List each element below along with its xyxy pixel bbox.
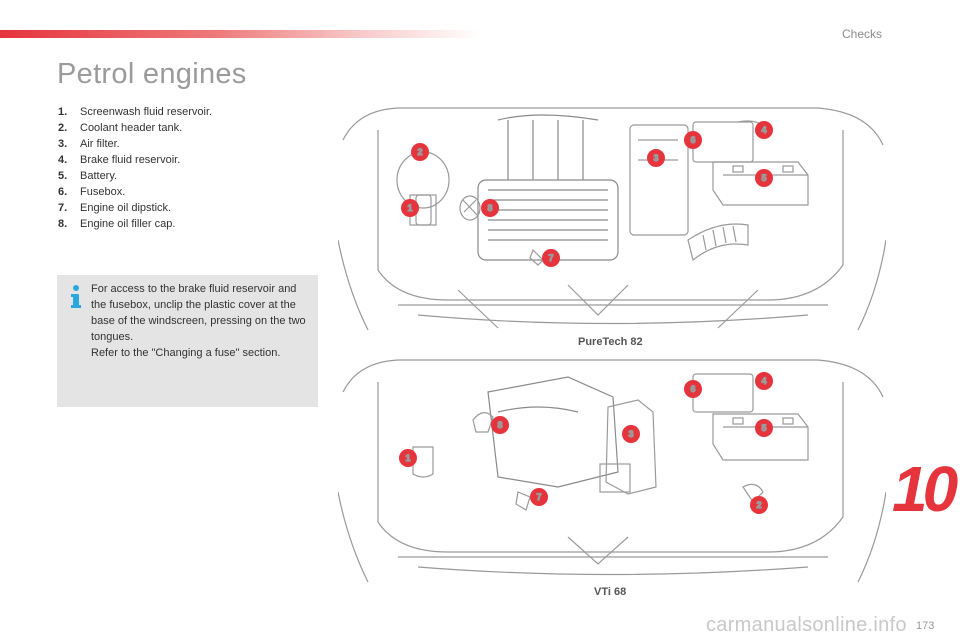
engine-bay-outline <box>338 359 886 583</box>
info-text: For access to the brake fluid reservoir … <box>91 283 306 359</box>
legend-text: Fusebox. <box>80 186 126 198</box>
fusebox-shape <box>692 373 754 413</box>
badge-7-bottom: 7 <box>530 488 548 506</box>
legend-number: 7. <box>58 202 68 214</box>
badge-5-bottom: 5 <box>755 419 773 437</box>
svg-text:5: 5 <box>761 173 766 183</box>
legend-text: Screenwash fluid reservoir. <box>80 106 213 118</box>
badge-8-top: 8 <box>481 199 499 217</box>
callout-badges: 8 1 3 7 6 4 5 2 <box>399 372 773 514</box>
washer-reservoir-shape <box>412 446 434 478</box>
dipstick-shape <box>529 248 544 266</box>
callout-badges: 2 1 8 7 3 6 4 5 <box>401 121 773 267</box>
badge-1-top: 1 <box>401 199 419 217</box>
legend-number: 4. <box>58 154 68 166</box>
engine-diagram-vti: 8 1 3 7 6 4 5 2 <box>338 359 886 583</box>
badge-4-top: 4 <box>755 121 773 139</box>
svg-text:8: 8 <box>497 420 502 430</box>
dipstick-shape <box>515 491 531 511</box>
legend-item: 4. Brake fluid reservoir. <box>58 152 212 168</box>
svg-text:3: 3 <box>628 429 633 439</box>
header-accent-bar <box>0 30 480 38</box>
legend-text: Brake fluid reservoir. <box>80 154 181 166</box>
legend-item: 8. Engine oil filler cap. <box>58 216 212 232</box>
legend-number: 3. <box>58 138 68 150</box>
legend-text: Engine oil dipstick. <box>80 202 172 214</box>
info-note: For access to the brake fluid reservoir … <box>57 275 318 407</box>
chapter-number: 10 <box>892 453 958 525</box>
svg-text:1: 1 <box>407 203 412 213</box>
svg-text:6: 6 <box>690 384 695 394</box>
legend-number: 1. <box>58 106 68 118</box>
badge-1-bottom: 1 <box>399 449 417 467</box>
svg-text:4: 4 <box>761 376 766 386</box>
legend-text: Engine oil filler cap. <box>80 218 176 230</box>
watermark: carmanualsonline.info <box>706 614 907 636</box>
svg-text:6: 6 <box>690 135 695 145</box>
badge-6-top: 6 <box>684 131 702 149</box>
badge-8-bottom: 8 <box>491 416 509 434</box>
legend-number: 6. <box>58 186 68 198</box>
legend-text: Coolant header tank. <box>80 122 183 134</box>
legend-text: Air filter. <box>80 138 120 150</box>
intake-manifold <box>477 114 619 261</box>
filler-cap-shape <box>459 195 481 221</box>
section-title: Checks <box>842 27 883 41</box>
svg-text:3: 3 <box>653 153 658 163</box>
svg-text:2: 2 <box>417 147 422 157</box>
badge-5-top: 5 <box>755 169 773 187</box>
air-filter-shape <box>629 124 689 236</box>
legend-item: 7. Engine oil dipstick. <box>58 200 212 216</box>
badge-2-bottom: 2 <box>750 496 768 514</box>
legend-text: Battery. <box>80 170 118 182</box>
svg-text:8: 8 <box>487 203 492 213</box>
badge-3-bottom: 3 <box>622 425 640 443</box>
engine-bay-outline <box>338 107 886 331</box>
page-number: 173 <box>916 620 935 632</box>
coolant-tank-shape <box>742 483 764 503</box>
engine-diagram-puretech: 2 1 8 7 3 6 4 5 <box>338 107 886 331</box>
engine-cover-shape <box>487 376 619 488</box>
svg-text:7: 7 <box>548 253 553 263</box>
air-filter-shape <box>599 399 657 495</box>
badge-7-top: 7 <box>542 249 560 267</box>
filler-cap-shape <box>472 412 494 433</box>
svg-text:1: 1 <box>405 453 410 463</box>
info-icon <box>71 285 81 308</box>
svg-text:7: 7 <box>536 492 541 502</box>
legend-item: 1. Screenwash fluid reservoir. <box>58 104 212 120</box>
page-title: Petrol engines <box>57 58 247 90</box>
component-legend: 1. Screenwash fluid reservoir. 2. Coolant … <box>58 104 212 232</box>
legend-item: 2. Coolant header tank. <box>58 120 212 136</box>
legend-number: 8. <box>58 218 68 230</box>
badge-6-bottom: 6 <box>684 380 702 398</box>
svg-text:5: 5 <box>761 423 766 433</box>
badge-2-top: 2 <box>411 143 429 161</box>
legend-item: 6. Fusebox. <box>58 184 212 200</box>
svg-text:4: 4 <box>761 125 766 135</box>
legend-number: 5. <box>58 170 68 182</box>
badge-3-top: 3 <box>647 149 665 167</box>
legend-item: 3. Air filter. <box>58 136 212 152</box>
legend-item: 5. Battery. <box>58 168 212 184</box>
hose-shape <box>687 223 749 262</box>
badge-4-bottom: 4 <box>755 372 773 390</box>
diagram-caption-bottom: VTi 68 <box>594 586 627 598</box>
diagram-caption-top: PureTech 82 <box>578 336 643 348</box>
svg-text:2: 2 <box>756 500 761 510</box>
legend-number: 2. <box>58 122 68 134</box>
